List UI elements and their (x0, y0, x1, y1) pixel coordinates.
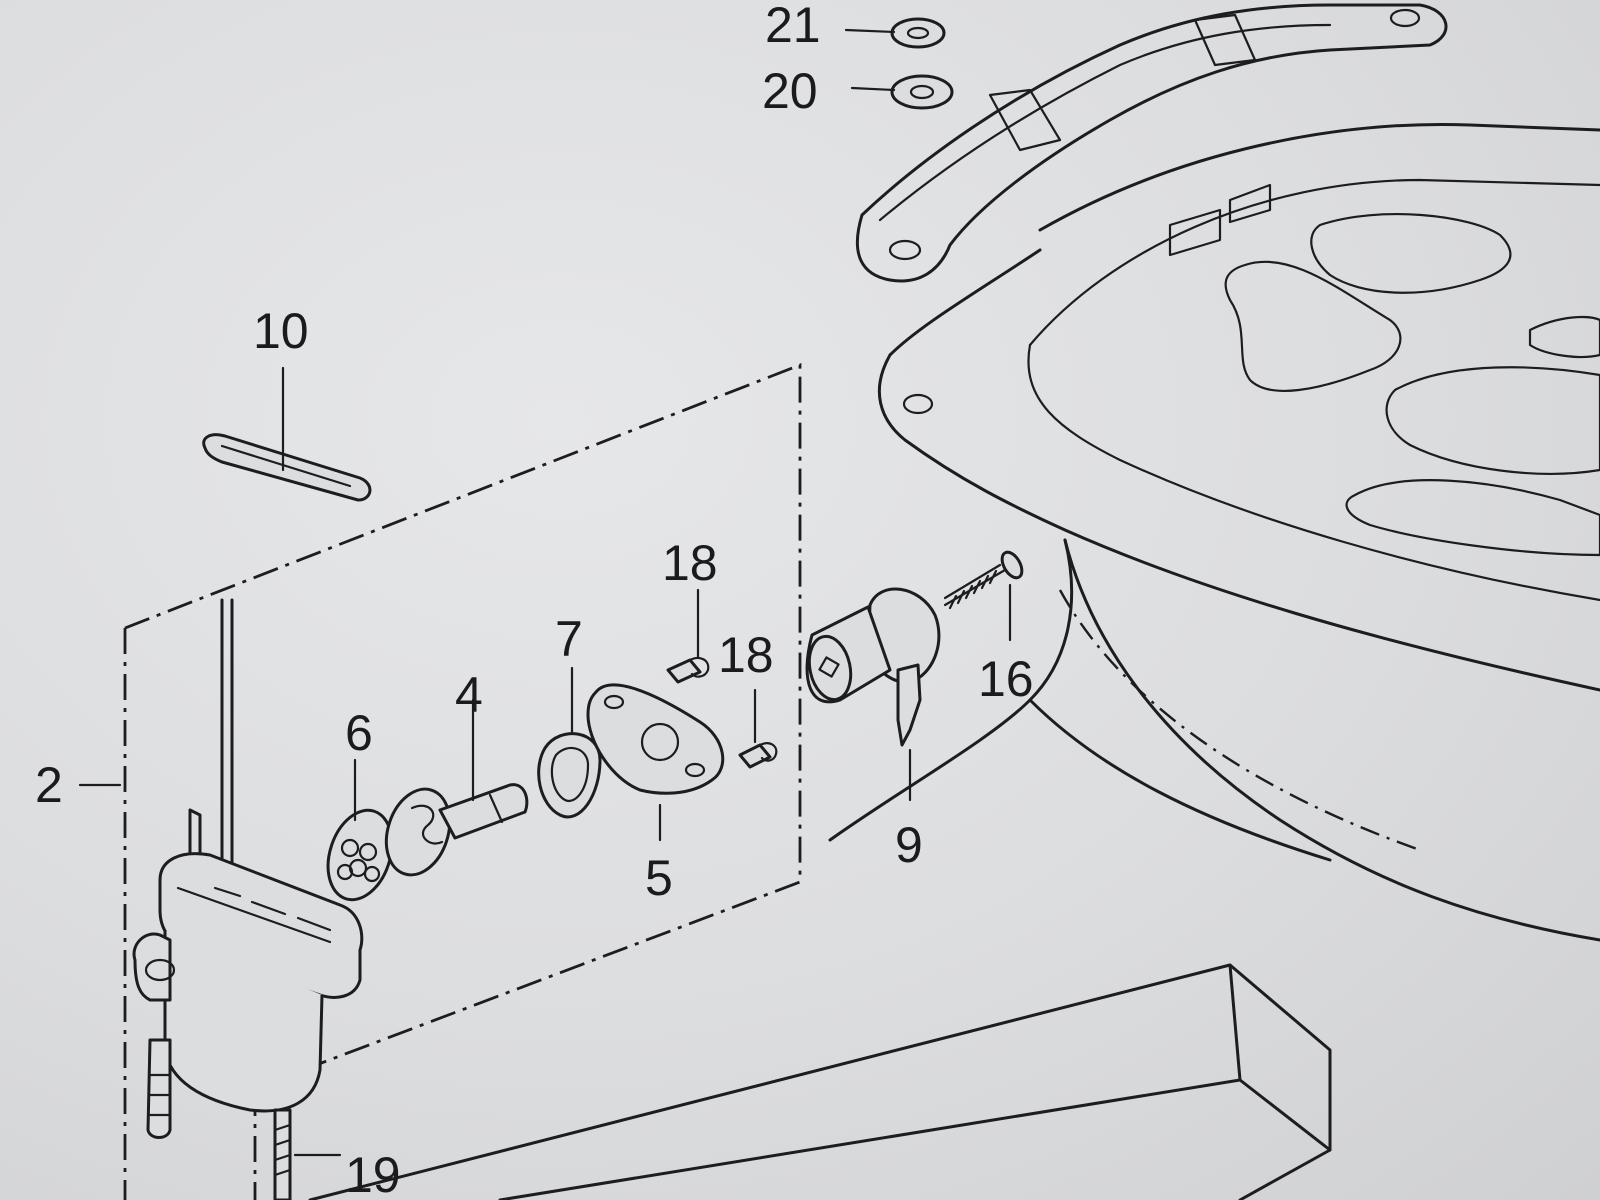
label-9: 9 (895, 817, 923, 873)
bolt-19 (273, 1108, 342, 1200)
label-18a: 18 (662, 535, 718, 591)
knob-9 (805, 587, 941, 802)
label-20: 20 (762, 63, 818, 119)
screw-18-upper (666, 588, 710, 684)
washer-21 (844, 17, 946, 49)
label-10: 10 (253, 303, 309, 359)
washer-20 (850, 74, 954, 110)
label-6: 6 (345, 705, 373, 761)
callout-labels: 21 20 10 18 18 7 6 4 2 5 9 16 19 (35, 0, 1034, 1200)
screw-18-lower (738, 688, 778, 769)
label-5: 5 (645, 850, 673, 906)
label-4: 4 (455, 667, 483, 723)
lower-panel (308, 963, 1332, 1200)
gasket-10 (202, 366, 372, 502)
label-21: 21 (765, 0, 821, 53)
label-7: 7 (555, 611, 583, 667)
retainer-plate-5 (586, 683, 725, 842)
fuel-cock-body-2 (78, 598, 364, 1139)
label-19: 19 (345, 1147, 401, 1200)
rear-carrier (877, 123, 1600, 692)
valve-4 (384, 698, 529, 877)
label-2: 2 (35, 757, 63, 813)
label-16: 16 (978, 651, 1034, 707)
filter-screen-6 (326, 758, 394, 902)
screw-16 (943, 550, 1024, 642)
label-18b: 18 (718, 627, 774, 683)
body-side-panel (828, 538, 1600, 942)
grab-rail (855, 3, 1448, 283)
o-ring-7 (537, 666, 602, 819)
